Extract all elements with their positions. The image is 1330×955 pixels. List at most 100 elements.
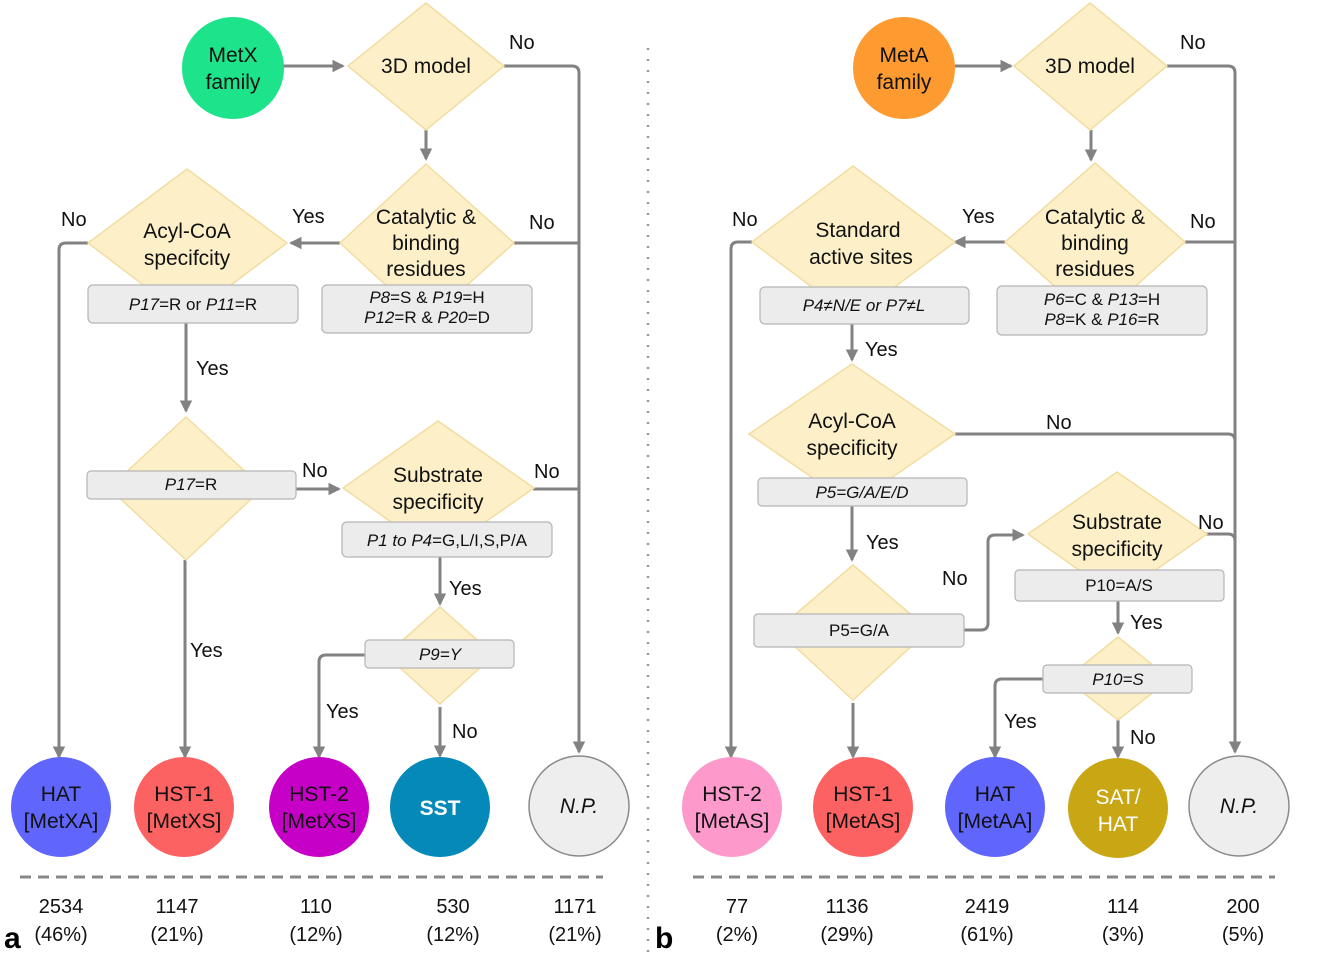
a-outcome-hst2: HST-2 [MetXS]	[269, 757, 369, 857]
b-hst2-circle	[682, 757, 782, 857]
b-standard-line1: Standard	[815, 219, 900, 242]
a-catalytic-line1: Catalytic &	[376, 206, 476, 229]
b-label-no-acyl: No	[1046, 412, 1072, 434]
b-p10-rule-text: P10=S	[1092, 670, 1144, 689]
a-label-no-substrate: No	[534, 461, 560, 483]
b-sathat-line1: SAT/	[1095, 786, 1140, 809]
b-label-no-p5: No	[942, 568, 968, 590]
b-label-no-substrate: No	[1198, 512, 1224, 534]
a-label-yes-substrate: Yes	[449, 578, 482, 600]
path-b-p5-no-to-substrate	[964, 528, 1025, 632]
b-sathat-line2: HAT	[1098, 813, 1139, 836]
b-count-hat: 2419	[965, 896, 1010, 918]
a-acyl-line1: Acyl-CoA	[143, 220, 231, 243]
a-outcome-hst1: HST-1 [MetXS]	[134, 757, 234, 857]
a-outcome-sst: SST	[390, 757, 490, 857]
a-acyl-rule-box: P17=R or P11=R	[87, 284, 299, 324]
a-hst2-line2: [MetXS]	[282, 810, 357, 833]
a-label-no-catalytic: No	[529, 212, 555, 234]
b-outcome-hst2: HST-2 [MetAS]	[682, 757, 782, 857]
b-acyl-rule-box: P5=G/A/E/D	[757, 477, 968, 507]
b-substrate-line1: Substrate	[1072, 511, 1162, 534]
panel-b-letter: b	[655, 922, 673, 955]
b-outcome-hat: HAT [MetAA]	[945, 757, 1045, 857]
a-acyl-rule-text: P17=R or P11=R	[129, 295, 257, 314]
b-count-sathat: 114	[1107, 896, 1139, 918]
a-sst-circle	[390, 757, 490, 857]
a-count-hst1: 1147	[155, 896, 198, 918]
panel-a: MetX family 3D model Catalytic & binding…	[4, 2, 630, 955]
b-p5-rule-text: P5=G/A	[829, 621, 890, 640]
b-standard-line2: active sites	[809, 246, 913, 269]
meta-line2: family	[877, 71, 932, 94]
path-b-p10-yes-to-hat	[988, 677, 1043, 759]
b-hat-circle	[945, 757, 1045, 857]
a-pct-hst2: (12%)	[289, 924, 342, 946]
metx-family-node: MetX family	[182, 17, 284, 119]
b-hst1-circle	[813, 757, 913, 857]
a-acyl-line2: specifcity	[144, 247, 231, 270]
path-acyl-no-to-hat	[52, 241, 88, 759]
a-hst1-line2: [MetXS]	[147, 810, 222, 833]
a-branch-labels: No Yes No No Yes No No Yes Yes Yes No	[61, 32, 560, 743]
b-hst2-line1: HST-2	[702, 783, 762, 806]
a-np-circle	[528, 755, 630, 857]
meta-family-circle	[853, 17, 955, 119]
a-hat-circle	[11, 757, 111, 857]
a-substrate-rule-box: P1 to P4=G,L/I,S,P/A	[341, 521, 553, 558]
panel-b: MetA family 3D model Catalytic & binding…	[655, 2, 1290, 955]
a-hat-line1: HAT	[41, 783, 82, 806]
a-hst2-circle	[269, 757, 369, 857]
a-substrate-rule-text: P1 to P4=G,L/I,S,P/A	[367, 531, 528, 550]
panel-a-letter: a	[4, 922, 21, 955]
b-branch-labels: No Yes No No Yes No Yes No No Yes Yes No	[732, 32, 1224, 749]
a-3d-model-text: 3D model	[381, 55, 471, 78]
a-label-yes-p17: Yes	[190, 640, 223, 662]
a-label-yes-p9: Yes	[326, 701, 359, 723]
b-pct-hst1: (29%)	[820, 924, 873, 946]
b-3d-model-decision: 3D model	[1012, 2, 1169, 131]
path-p9-yes-to-hst2	[312, 653, 365, 759]
b-standard-rule-box: P4≠N/E or P7≠L	[759, 286, 970, 325]
b-np-line1: N.P.	[1220, 795, 1258, 818]
b-p10-decision: P10=S	[1042, 636, 1193, 721]
b-substrate-decision: Substrate specificity	[1026, 471, 1209, 598]
b-hst1-line1: HST-1	[833, 783, 893, 806]
b-label-yes-substrate: Yes	[1130, 612, 1163, 634]
b-catalytic-line1: Catalytic &	[1045, 206, 1145, 229]
b-label-no-p10: No	[1130, 727, 1156, 749]
b-label-yes-standard: Yes	[865, 339, 898, 361]
a-counts: 2534 (46%) 1147 (21%) 110 (12%) 530 (12%…	[34, 896, 601, 946]
b-substrate-line2: specificity	[1071, 538, 1163, 561]
metx-family-circle	[182, 17, 284, 119]
a-substrate-line1: Substrate	[393, 464, 483, 487]
a-label-yes-catalytic: Yes	[292, 206, 325, 228]
b-standard-decision: Standard active sites	[750, 165, 957, 319]
b-substrate-rule-text: P10=A/S	[1085, 576, 1153, 595]
metx-line1: MetX	[208, 44, 257, 67]
b-pct-hst2: (2%)	[716, 924, 758, 946]
metx-line2: family	[206, 71, 261, 94]
a-pct-sst: (12%)	[426, 924, 479, 946]
a-catalytic-line2: binding	[392, 232, 460, 255]
b-3d-model-text: 3D model	[1045, 55, 1135, 78]
path-b-acyl-no	[955, 432, 1237, 442]
a-pct-hst1: (21%)	[150, 924, 203, 946]
a-p17-decision: P17=R	[86, 415, 297, 562]
a-outcome-np: N.P.	[528, 755, 630, 857]
a-hst1-circle	[134, 757, 234, 857]
a-count-sst: 530	[436, 896, 469, 918]
b-count-hst2: 77	[726, 896, 748, 918]
b-acyl-line2: specificity	[806, 437, 898, 460]
b-sathat-circle	[1068, 758, 1168, 858]
b-np-circle	[1188, 755, 1290, 857]
a-catalytic-line3: residues	[386, 258, 465, 281]
b-acyl-decision: Acyl-CoA specificity	[747, 363, 957, 506]
b-catalytic-line3: residues	[1055, 258, 1134, 281]
b-pct-np: (5%)	[1222, 924, 1264, 946]
a-count-hat: 2534	[39, 896, 84, 918]
